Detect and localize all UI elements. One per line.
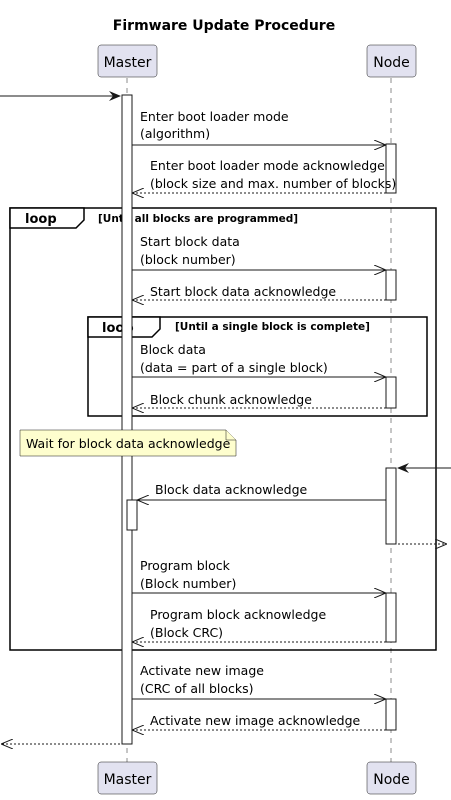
frame-guard: [Until all blocks are programmed] <box>98 213 298 225</box>
message-label: (data = part of a single block) <box>140 360 328 375</box>
node-activation-bar <box>385 698 397 731</box>
message-label: Block data acknowledge <box>155 482 308 497</box>
message-label: (Block number) <box>140 576 236 591</box>
note: Wait for block data acknowledge <box>19 429 237 457</box>
participant-node-bottom[interactable]: Node <box>366 761 417 795</box>
message-label: (algorithm) <box>140 126 210 141</box>
message-label: (Block CRC) <box>150 625 223 640</box>
master-activation-bar <box>121 94 133 745</box>
message-label: Block data <box>140 342 206 357</box>
loop-frame-outer: loop [Until all blocks are programmed] <box>9 207 437 651</box>
participant-label: Node <box>373 772 410 788</box>
master-activation-bar <box>126 499 138 531</box>
message-label: (block number) <box>140 252 236 267</box>
diagram-title: Firmware Update Procedure <box>113 18 335 34</box>
participant-master-top[interactable]: Master <box>97 44 158 78</box>
message-label: Activate new image <box>140 663 264 678</box>
node-activation-bar <box>385 269 397 301</box>
participant-master-bottom[interactable]: Master <box>97 761 158 795</box>
node-activation-bar <box>385 592 397 643</box>
note-text: Wait for block data acknowledge <box>26 436 231 451</box>
frame-keyword: loop <box>25 212 57 227</box>
message-label: Enter boot loader mode acknowledge <box>150 158 385 173</box>
node-activation-bar <box>385 143 397 194</box>
message-label: Program block <box>140 558 231 573</box>
message-label: Start block data <box>140 234 240 249</box>
participant-node-top[interactable]: Node <box>366 44 417 78</box>
message-label: Program block acknowledge <box>150 607 326 622</box>
message-label: (block size and max. number of blocks) <box>150 176 396 191</box>
node-activation-bar <box>385 467 397 545</box>
message-label: Start block data acknowledge <box>150 284 336 299</box>
message-label: Activate new image acknowledge <box>150 713 361 728</box>
node-activation-bar <box>385 376 397 409</box>
participant-label: Node <box>373 55 410 71</box>
participant-label: Master <box>104 772 152 788</box>
message-label: Block chunk acknowledge <box>150 392 312 407</box>
message-label: (CRC of all blocks) <box>140 681 254 696</box>
frame-guard: [Until a single block is complete] <box>175 321 370 333</box>
message-label: Enter boot loader mode <box>140 109 289 124</box>
participant-label: Master <box>104 55 152 71</box>
